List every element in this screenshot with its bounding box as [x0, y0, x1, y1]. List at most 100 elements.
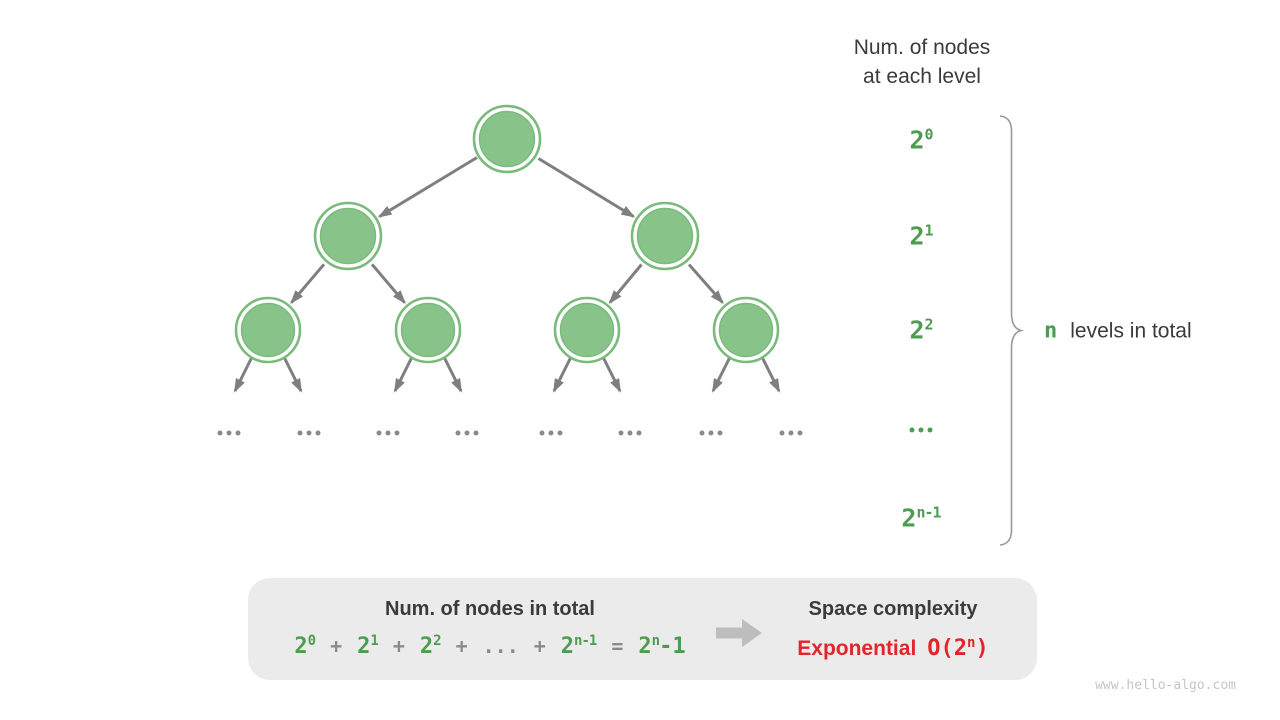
tree-edge [687, 263, 724, 305]
formula-term-exponent: n [651, 633, 661, 649]
formula-term-base: + [455, 634, 468, 658]
level-count-base: 2 [901, 503, 917, 533]
space-complexity-value: Exponential O(2n) [797, 635, 988, 661]
formula-term-base: 2 [560, 634, 575, 659]
ellipsis-dot [376, 430, 382, 436]
total-nodes-formula: 20+21+22+...+2n-1=2n-1 [294, 633, 685, 659]
formula-term-exponent: 2 [433, 633, 442, 649]
formula-term-exponent: 1 [370, 633, 379, 649]
big-o-sup: n [967, 635, 976, 651]
ellipsis-dot [557, 430, 563, 436]
ellipsis-dot [618, 430, 624, 436]
formula-term: + [456, 634, 468, 658]
formula-term-base: 2 [419, 634, 434, 659]
formula-term-base: = [611, 634, 624, 658]
ellipsis-dot [464, 430, 470, 436]
ellipsis-dot [473, 430, 479, 436]
n-symbol: n [1044, 318, 1058, 344]
big-o-base: O(2 [927, 636, 968, 661]
formula-term: + [393, 634, 405, 658]
ellipsis-dot [548, 430, 554, 436]
ellipsis-dot [717, 430, 723, 436]
level-count-exponent: 2 [924, 315, 934, 334]
formula-term: ... [483, 634, 519, 658]
leaf-arrow [442, 356, 463, 393]
column-header-line1: Num. of nodes [853, 36, 991, 59]
tree-node [313, 201, 383, 271]
ellipsis-dot [394, 430, 400, 436]
formula-term-exponent: n-1 [574, 633, 597, 649]
level-count-exponent: 1 [924, 221, 934, 240]
space-complexity-title: Space complexity [808, 598, 978, 620]
level-count-base: 2 [909, 125, 925, 155]
leaf-arrow [282, 356, 303, 393]
leaf-arrow [711, 356, 732, 393]
formula-term-base: + [392, 634, 405, 658]
ellipsis-dot [235, 430, 241, 436]
leaf-ellipsis-group [618, 430, 642, 436]
level-count-exponent: n-1 [916, 503, 941, 522]
level-count-label: 22 [909, 315, 934, 345]
formula-term-base: 2 [638, 634, 652, 659]
leaf-ellipsis-group [699, 430, 723, 436]
tree-node-root [472, 104, 542, 174]
ellipsis-dot [297, 430, 303, 436]
ellipsis-dot [909, 427, 915, 433]
ellipsis-dot [699, 430, 705, 436]
formula-term: 22 [419, 633, 442, 659]
leaf-arrow [393, 356, 414, 393]
formula-term: + [534, 634, 546, 658]
complexity-word: Exponential [797, 637, 917, 660]
leaf-ellipsis-group [539, 430, 563, 436]
leaf-ellipsis-group [779, 430, 803, 436]
formula-term: = [611, 634, 623, 658]
ellipsis-dot [306, 430, 312, 436]
summary-box: Num. of nodes in total 20+21+22+...+2n-1… [248, 578, 1037, 680]
leaf-ellipsis-group [297, 430, 321, 436]
level-count-label: 2n-1 [901, 503, 941, 533]
ellipsis-dot [385, 430, 391, 436]
ellipsis-dot [315, 430, 321, 436]
ellipsis-dot [539, 430, 545, 436]
leaf-ellipsis-group [376, 430, 400, 436]
ellipsis-dot [455, 430, 461, 436]
tree-edges [290, 156, 724, 305]
tree-edge [370, 263, 406, 305]
leaf-arrow [552, 356, 573, 393]
big-o-close: ) [975, 636, 989, 661]
formula-term: + [330, 634, 342, 658]
leaf-continuation-arrows [233, 356, 781, 393]
ellipsis-dot [918, 427, 924, 433]
leaf-arrow [233, 356, 254, 393]
ellipsis-dot [627, 430, 633, 436]
formula-term-tail: -1 [659, 634, 686, 659]
level-count-base: 2 [909, 221, 925, 251]
leaf-arrow [760, 356, 781, 393]
ellipsis-dot [788, 430, 794, 436]
ellipsis-dot [927, 427, 933, 433]
column-header: Num. of nodes at each level [854, 33, 991, 91]
formula-term: 2n-1 [560, 633, 598, 659]
big-o-notation: O(2n) [927, 635, 988, 661]
column-header-line2: at each level [863, 65, 981, 88]
level-count-base: 2 [909, 315, 925, 345]
watermark: www.hello-algo.com [1095, 678, 1236, 693]
ellipsis-dot [708, 430, 714, 436]
brace-annotation-text: levels in total [1070, 319, 1192, 343]
tree-edge [537, 157, 636, 218]
leaf-ellipsis-group [217, 430, 241, 436]
formula-term-base: 2 [294, 634, 308, 659]
tree-nodes [234, 104, 780, 364]
tree-edge [608, 263, 643, 305]
tree-node [630, 201, 700, 271]
brace-annotation: n levels in total [1044, 319, 1192, 344]
formula-term: 2n-1 [638, 633, 685, 659]
ellipsis-dot [797, 430, 803, 436]
ellipsis-dot [217, 430, 223, 436]
level-count-exponent: 0 [924, 125, 934, 144]
level-ellipsis [909, 427, 933, 433]
ellipsis-dot [779, 430, 785, 436]
tree-node [553, 296, 621, 364]
levels-brace [999, 115, 1025, 546]
